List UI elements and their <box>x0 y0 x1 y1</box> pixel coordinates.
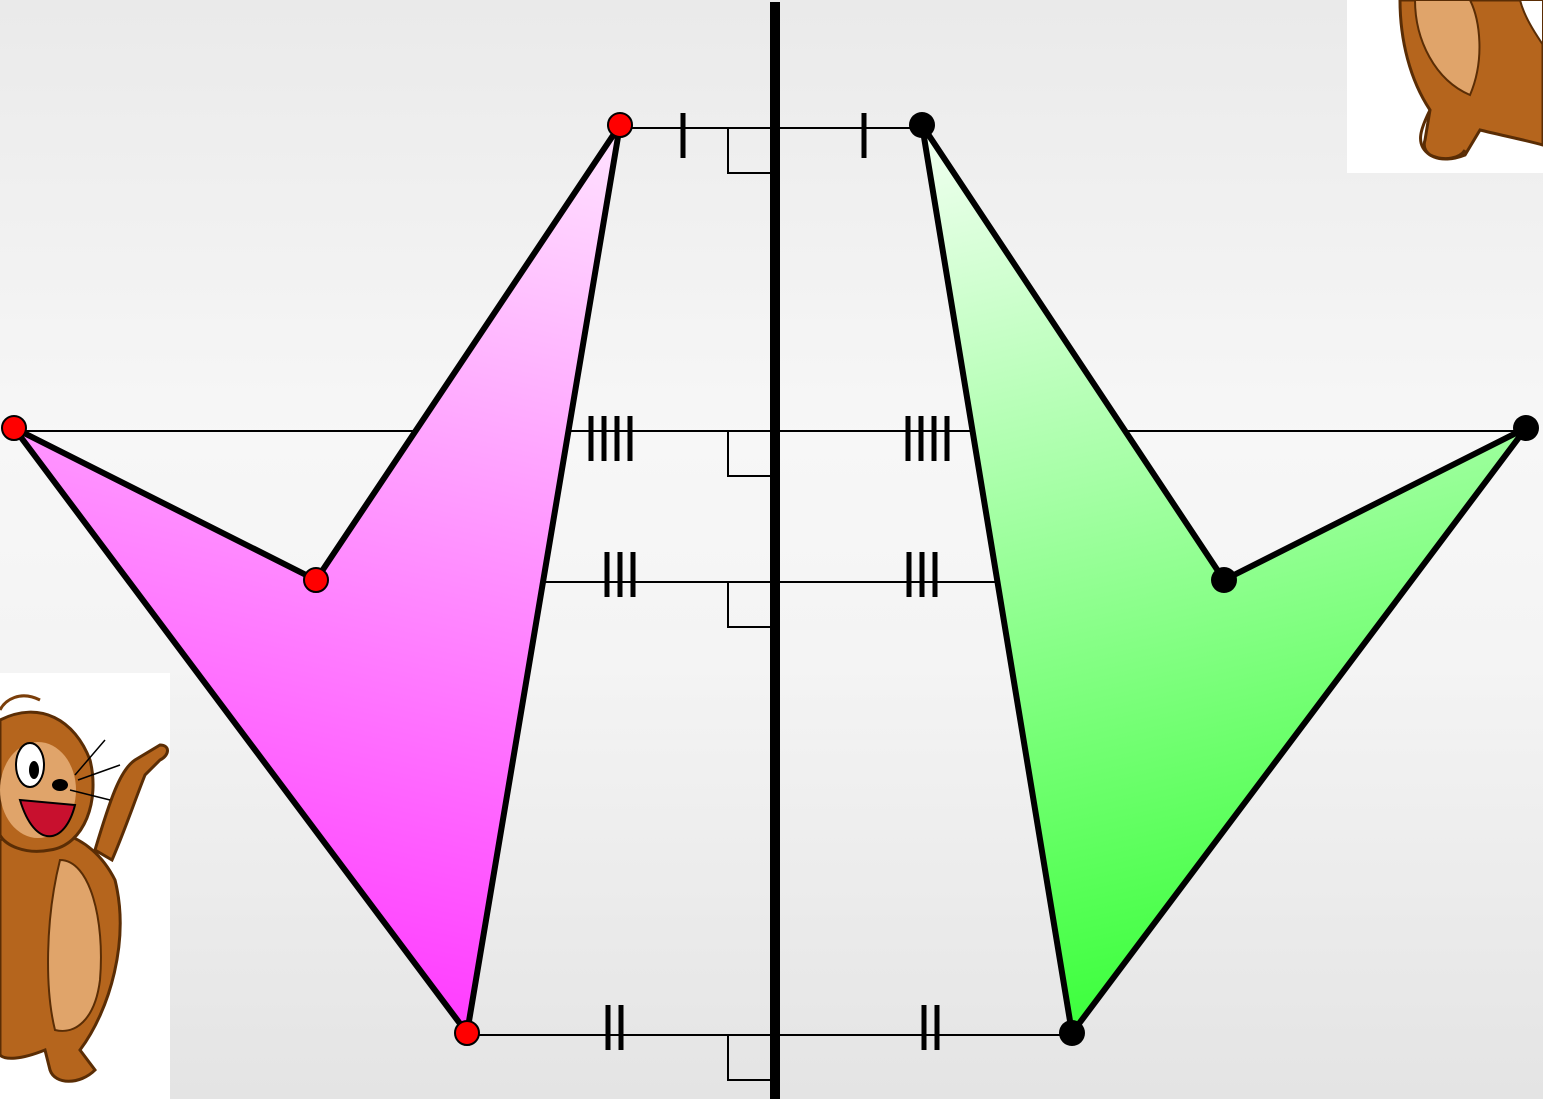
vertex-outer-original <box>1 415 27 441</box>
right-angle-mark-outer <box>727 431 771 477</box>
right-angle-mark-top <box>727 128 771 174</box>
vertex-inner-original <box>303 567 329 593</box>
vertex-top-reflected <box>909 112 935 138</box>
vertex-top-original <box>607 112 633 138</box>
vertex-bottom-reflected <box>1059 1020 1085 1046</box>
reflected-vertices <box>909 112 1539 1046</box>
right-angle-mark-bottom <box>727 1035 771 1081</box>
right-angle-marks <box>727 128 771 1081</box>
vertex-outer-reflected <box>1513 415 1539 441</box>
jerry-mouse-cartoon-top-right <box>1347 0 1543 173</box>
vertex-inner-reflected <box>1211 567 1237 593</box>
original-vertices <box>1 112 633 1046</box>
vertex-bottom-original <box>454 1020 480 1046</box>
right-angle-mark-inner <box>727 582 771 628</box>
jerry-mouse-cartoon-bottom-left <box>0 673 170 1099</box>
equal-distance-ticks <box>588 113 950 1050</box>
